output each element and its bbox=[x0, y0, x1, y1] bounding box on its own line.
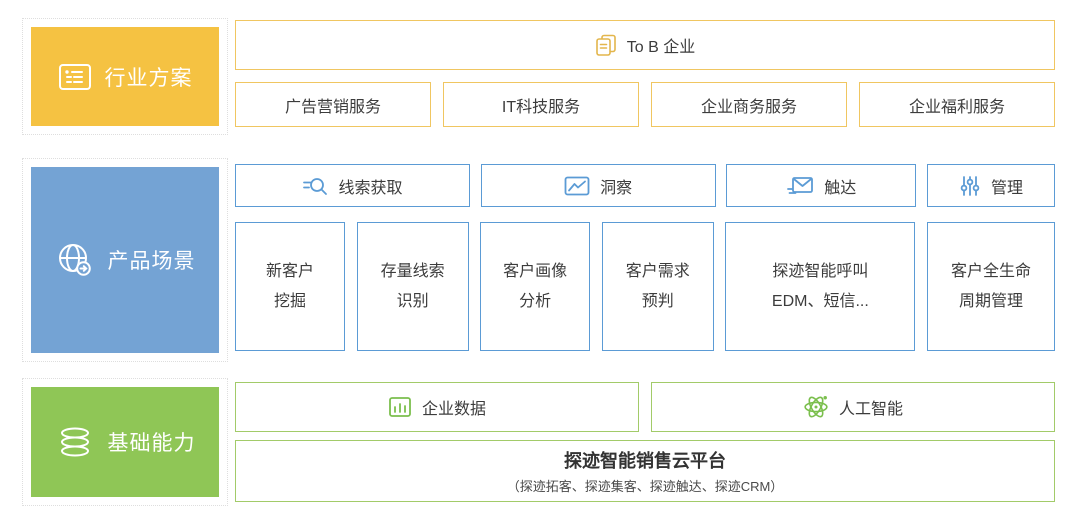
product-header-box: 洞察 bbox=[480, 164, 716, 207]
industry-item-label: 广告营销服务 bbox=[284, 98, 381, 116]
platform-title: 探迹智能销售云平台 bbox=[564, 451, 726, 471]
platform-subtitle: （探迹拓客、探迹集客、探迹触达、探迹CRM） bbox=[506, 479, 784, 494]
product-cell-box: 存量线索 识别 bbox=[356, 222, 469, 351]
product-cell-label: 探迹智能呼叫 EDM、短信... bbox=[771, 262, 869, 310]
product-cell-box: 新客户 挖掘 bbox=[235, 222, 345, 351]
atom-icon bbox=[803, 394, 829, 420]
tob-header-label: To B 企业 bbox=[626, 39, 696, 56]
product-cell-box: 客户需求 预判 bbox=[601, 222, 714, 351]
product-header-label: 线索获取 bbox=[338, 179, 403, 197]
platform-box: 探迹智能销售云平台 （探迹拓客、探迹集客、探迹触达、探迹CRM） bbox=[235, 440, 1055, 502]
card-list-icon bbox=[58, 62, 92, 92]
industry-items-row: 广告营销服务 IT科技服务 企业商务服务 企业福利服务 bbox=[235, 82, 1055, 127]
product-header-label: 管理 bbox=[990, 179, 1023, 197]
industry-item-label: 企业福利服务 bbox=[908, 98, 1005, 116]
product-label-container: 产品场景 bbox=[22, 158, 228, 362]
industry-item-box: 广告营销服务 bbox=[235, 82, 431, 127]
globe-arrow-icon bbox=[55, 240, 95, 280]
product-cell-label: 客户画像 分析 bbox=[503, 262, 568, 310]
documents-icon bbox=[595, 34, 617, 56]
foundation-items-row: 企业数据 人工智能 bbox=[235, 382, 1055, 432]
foundation-item-box: 企业数据 bbox=[235, 382, 639, 432]
sliders-icon bbox=[959, 175, 981, 197]
product-cell-label: 存量线索 识别 bbox=[380, 262, 445, 310]
industry-label: 行业方案 bbox=[104, 66, 193, 90]
foundation-label-container: 基础能力 bbox=[22, 378, 228, 506]
foundation-item-label: 企业数据 bbox=[421, 401, 486, 418]
tob-header-box: To B 企业 bbox=[235, 20, 1055, 70]
industry-item-box: 企业福利服务 bbox=[859, 82, 1055, 127]
product-cell-label: 客户全生命 周期管理 bbox=[950, 262, 1031, 310]
product-cell-label: 新客户 挖掘 bbox=[265, 262, 314, 310]
industry-item-label: 企业商务服务 bbox=[700, 98, 797, 116]
foundation-label: 基础能力 bbox=[107, 432, 196, 455]
foundation-item-box: 人工智能 bbox=[651, 382, 1055, 432]
product-cell-label: 客户需求 预判 bbox=[625, 262, 690, 310]
product-cell-box: 客户画像 分析 bbox=[480, 222, 591, 351]
foundation-item-label: 人工智能 bbox=[838, 401, 903, 418]
product-label: 产品场景 bbox=[107, 250, 196, 273]
industry-item-box: 企业商务服务 bbox=[651, 82, 847, 127]
foundation-label-box: 基础能力 bbox=[31, 387, 219, 497]
insight-chart-icon bbox=[564, 176, 590, 196]
industry-item-label: IT科技服务 bbox=[501, 98, 581, 116]
product-cells-row: 新客户 挖掘 存量线索 识别 客户画像 分析 客户需求 预判 探迹智能呼叫 ED… bbox=[235, 222, 1055, 351]
industry-item-box: IT科技服务 bbox=[443, 82, 639, 127]
product-header-label: 触达 bbox=[824, 179, 857, 197]
database-icon bbox=[55, 425, 95, 459]
send-mail-icon bbox=[786, 176, 814, 196]
industry-label-box: 行业方案 bbox=[31, 27, 219, 126]
product-header-label: 洞察 bbox=[600, 179, 633, 197]
product-headers-row: 线索获取 洞察 触达 bbox=[235, 164, 1055, 207]
industry-label-container: 行业方案 bbox=[22, 18, 228, 135]
product-header-box: 管理 bbox=[926, 164, 1055, 207]
product-header-box: 触达 bbox=[726, 164, 917, 207]
product-cell-box: 探迹智能呼叫 EDM、短信... bbox=[725, 222, 916, 351]
bar-chart-icon bbox=[388, 396, 412, 418]
product-header-box: 线索获取 bbox=[235, 164, 470, 207]
product-label-box: 产品场景 bbox=[31, 167, 219, 353]
search-leads-icon bbox=[302, 175, 328, 197]
product-cell-box: 客户全生命 周期管理 bbox=[926, 222, 1055, 351]
